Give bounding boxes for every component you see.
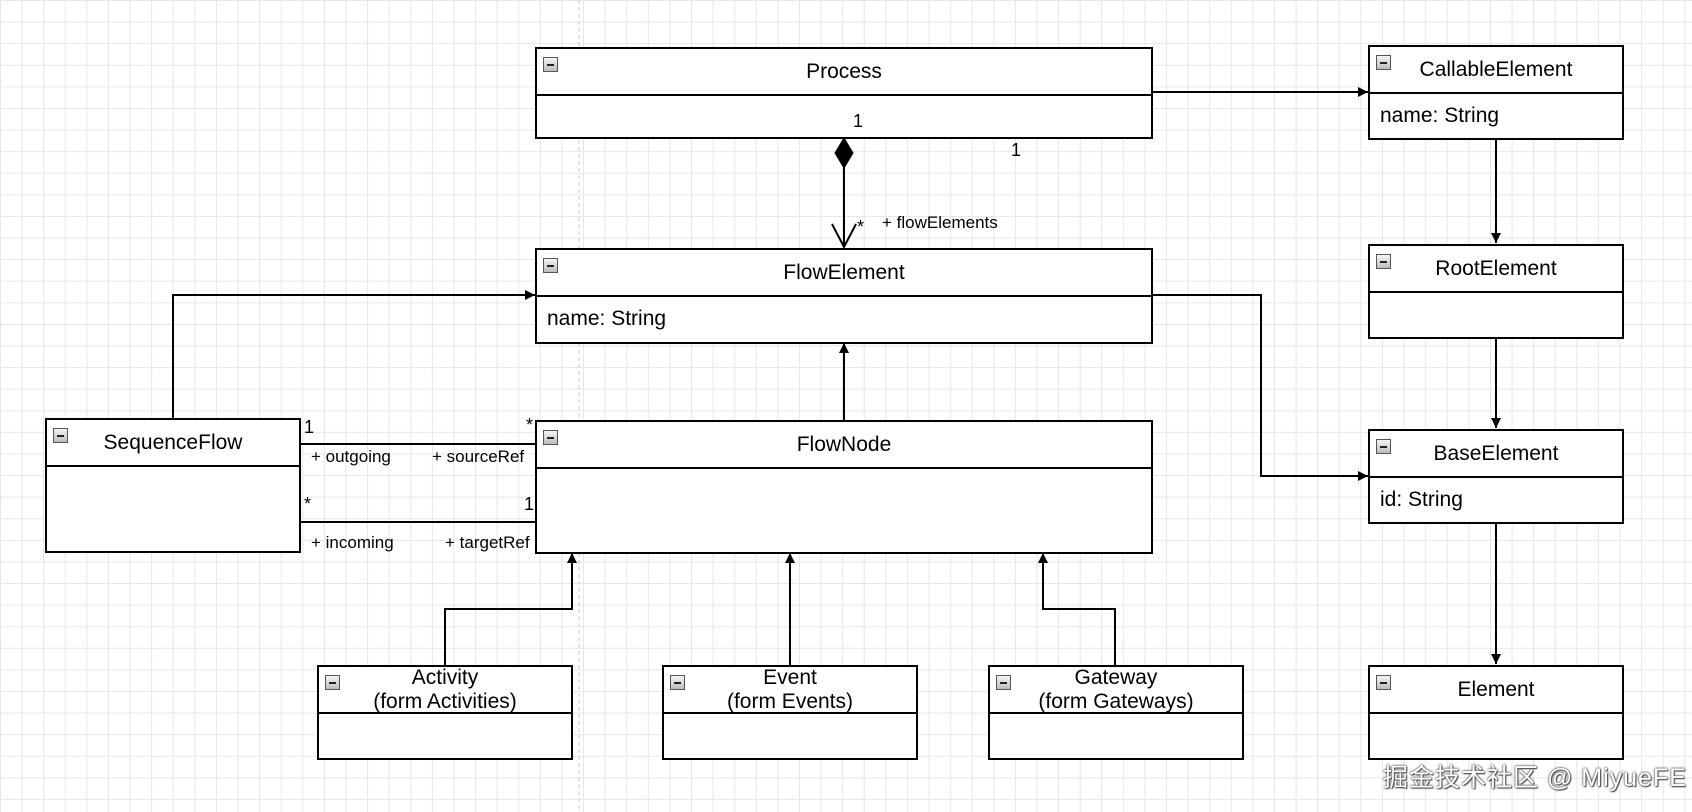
collapse-icon[interactable] [543, 430, 558, 445]
composition-diamond [834, 137, 854, 169]
class-name: FlowNode [537, 422, 1151, 469]
class-gateway[interactable]: Gateway (form Gateways) [988, 665, 1244, 760]
sequenceflow-to-flowelement-arrow [172, 290, 535, 418]
class-name: RootElement [1370, 246, 1622, 293]
composition-open-arrowhead [831, 223, 857, 250]
outgoing-multiplicity-label: 1 [304, 417, 315, 437]
class-attribute: name: String [547, 307, 667, 330]
gateway-to-flownode-arrow [1038, 553, 1116, 665]
outgoing-role-label: + outgoing [311, 447, 391, 466]
class-name: SequenceFlow [47, 420, 299, 467]
class-name: BaseElement [1370, 431, 1622, 478]
collapse-icon[interactable] [670, 675, 685, 690]
flow-elements-multiplicity-label: * [857, 217, 865, 237]
collapse-icon[interactable] [325, 675, 340, 690]
watermark: 掘金技术社区 @ MiyueFE [1383, 764, 1687, 792]
class-callable-element[interactable]: CallableElement name: String [1368, 45, 1624, 140]
collapse-icon[interactable] [1376, 675, 1391, 690]
class-name: Activity (form Activities) [319, 666, 571, 714]
target-ref-multiplicity-label: 1 [524, 494, 535, 514]
collapse-icon[interactable] [1376, 55, 1391, 70]
class-name: FlowElement [537, 250, 1151, 297]
class-name: Element [1370, 667, 1622, 714]
class-process[interactable]: Process [535, 47, 1153, 139]
class-sequence-flow[interactable]: SequenceFlow [45, 418, 301, 553]
class-flow-element[interactable]: FlowElement name: String [535, 248, 1153, 344]
incoming-role-label: + incoming [311, 533, 394, 552]
activity-to-flownode-arrow [444, 553, 577, 665]
flowelement-to-base-arrow [1152, 294, 1368, 481]
flow-elements-role-label: + flowElements [882, 213, 998, 232]
class-name: Process [537, 49, 1151, 96]
collapse-icon[interactable] [1376, 254, 1391, 269]
source-ref-role-label: + sourceRef [432, 447, 525, 466]
source-ref-multiplicity-label: * [526, 415, 534, 435]
collapse-icon[interactable] [53, 428, 68, 443]
target-ref-role-label: + targetRef [445, 533, 530, 552]
class-name: Event (form Events) [664, 666, 916, 714]
class-attribute: id: String [1380, 488, 1463, 511]
incoming-multiplicity-label: * [304, 494, 312, 514]
class-root-element[interactable]: RootElement [1368, 244, 1624, 339]
class-activity[interactable]: Activity (form Activities) [317, 665, 573, 760]
class-name: CallableElement [1370, 47, 1622, 94]
class-base-element[interactable]: BaseElement id: String [1368, 429, 1624, 524]
class-event[interactable]: Event (form Events) [662, 665, 918, 760]
class-flow-node[interactable]: FlowNode [535, 420, 1153, 554]
collapse-icon[interactable] [1376, 439, 1391, 454]
collapse-icon[interactable] [543, 258, 558, 273]
process-multiplicity-label-secondary: 1 [1011, 140, 1022, 160]
class-element[interactable]: Element [1368, 665, 1624, 760]
collapse-icon[interactable] [543, 57, 558, 72]
process-multiplicity-label: 1 [853, 111, 864, 131]
class-attribute: name: String [1380, 104, 1500, 127]
class-name: Gateway (form Gateways) [990, 666, 1242, 714]
collapse-icon[interactable] [996, 675, 1011, 690]
